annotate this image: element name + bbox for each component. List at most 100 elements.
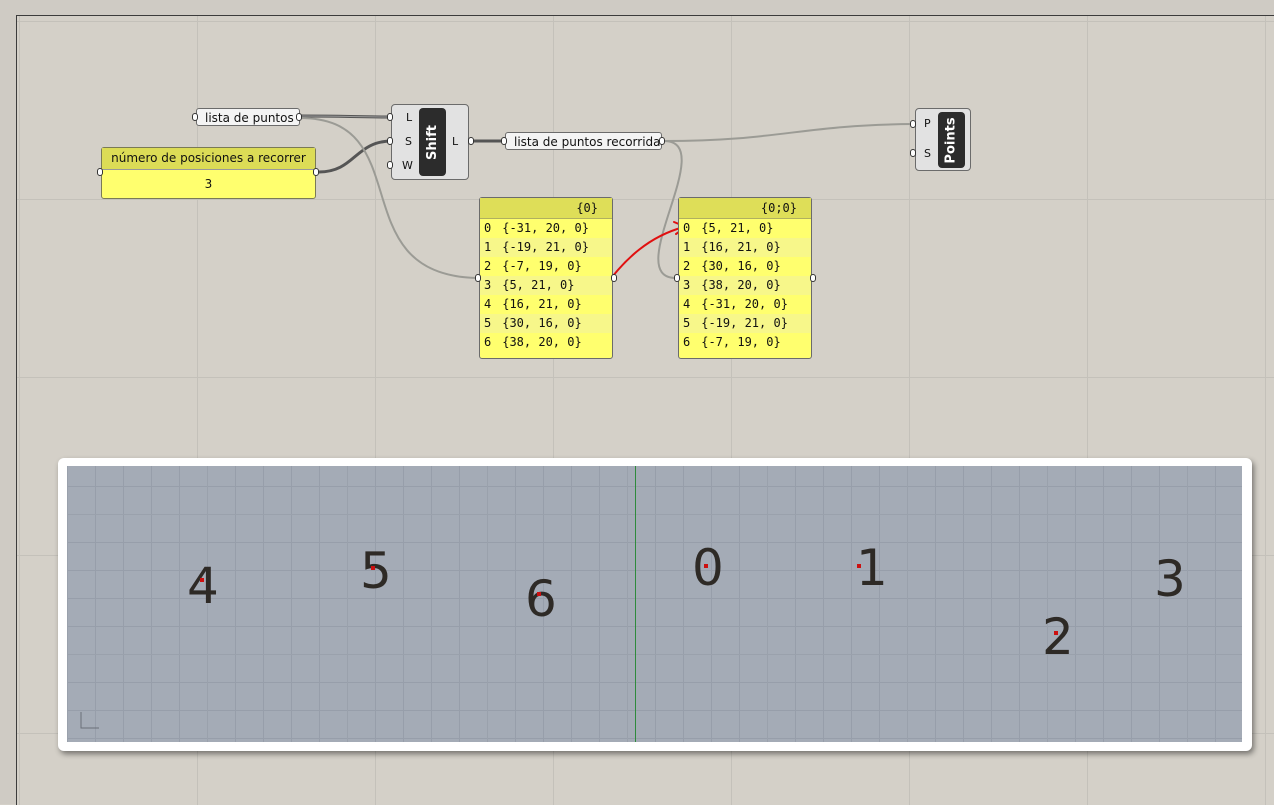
panel-a-path: {0} bbox=[480, 198, 612, 219]
shift-grip-out[interactable] bbox=[468, 137, 474, 145]
point-marker bbox=[857, 564, 861, 568]
row-value: {16, 21, 0} bbox=[701, 240, 781, 254]
point-label-2: 2 bbox=[1042, 608, 1074, 666]
row-index: 3 bbox=[683, 278, 691, 292]
panel-input-points[interactable]: {0} 0 {-31, 20, 0}1 {-19, 21, 0}2 {-7, 1… bbox=[479, 197, 613, 359]
point-label-5: 5 bbox=[360, 542, 392, 600]
rhino-viewport: 4 5 6 0 1 2 3 bbox=[58, 458, 1252, 751]
row-value: {38, 20, 0} bbox=[502, 335, 582, 349]
point-marker bbox=[537, 592, 541, 596]
panel-b-path: {0;0} bbox=[679, 198, 811, 219]
axis-widget-icon bbox=[80, 712, 99, 729]
panel-row: 2 {-7, 19, 0} bbox=[480, 257, 612, 276]
panel-row: 5 {-19, 21, 0} bbox=[679, 314, 811, 333]
point-label-4: 4 bbox=[187, 557, 219, 615]
points-input-P[interactable]: P bbox=[924, 117, 931, 130]
panel-b-rows: 0 {5, 21, 0}1 {16, 21, 0}2 {30, 16, 0}3 … bbox=[679, 219, 811, 352]
lista-de-puntos-node[interactable]: lista de puntos bbox=[196, 108, 300, 126]
lista-recorrida-label: lista de puntos recorrida bbox=[514, 135, 661, 149]
lista-recorrida-output-grip[interactable] bbox=[659, 137, 665, 145]
panel-a-output-grip[interactable] bbox=[611, 274, 617, 282]
slider-input-grip[interactable] bbox=[97, 168, 103, 176]
row-index: 5 bbox=[484, 316, 492, 330]
row-index: 6 bbox=[683, 335, 691, 349]
number-slider[interactable]: número de posiciones a recorrer 3 bbox=[101, 147, 316, 199]
shift-input-L[interactable]: L bbox=[406, 111, 413, 124]
row-value: {-19, 21, 0} bbox=[701, 316, 788, 330]
row-index: 0 bbox=[683, 221, 691, 235]
shift-grip-S[interactable] bbox=[387, 137, 393, 145]
point-label-0: 0 bbox=[692, 539, 724, 597]
point-marker bbox=[371, 566, 375, 570]
y-axis-line bbox=[635, 466, 636, 742]
slider-label: número de posiciones a recorrer bbox=[102, 148, 315, 170]
lista-de-puntos-output-grip[interactable] bbox=[296, 113, 302, 121]
slider-value[interactable]: 3 bbox=[204, 177, 213, 191]
row-value: {-19, 21, 0} bbox=[502, 240, 589, 254]
panel-b-input-grip[interactable] bbox=[674, 274, 680, 282]
points-title: Points bbox=[938, 112, 965, 168]
viewport-grid[interactable]: 4 5 6 0 1 2 3 bbox=[67, 466, 1242, 742]
lista-recorrida-node[interactable]: lista de puntos recorrida bbox=[505, 132, 662, 150]
panel-a-input-grip[interactable] bbox=[475, 274, 481, 282]
shift-grip-W[interactable] bbox=[387, 161, 393, 169]
panel-row: 4 {16, 21, 0} bbox=[480, 295, 612, 314]
row-index: 2 bbox=[484, 259, 492, 273]
point-label-6: 6 bbox=[525, 570, 557, 628]
points-grip-S[interactable] bbox=[910, 149, 916, 157]
row-index: 1 bbox=[484, 240, 492, 254]
panel-row: 3 {5, 21, 0} bbox=[480, 276, 612, 295]
panel-row: 1 {16, 21, 0} bbox=[679, 238, 811, 257]
panel-b-output-grip[interactable] bbox=[810, 274, 816, 282]
points-grip-P[interactable] bbox=[910, 120, 916, 128]
row-index: 4 bbox=[484, 297, 492, 311]
row-value: {30, 16, 0} bbox=[701, 259, 781, 273]
panel-row: 0 {5, 21, 0} bbox=[679, 219, 811, 238]
shift-input-W[interactable]: W bbox=[402, 159, 413, 172]
shift-title: Shift bbox=[419, 108, 446, 176]
row-index: 2 bbox=[683, 259, 691, 273]
row-index: 5 bbox=[683, 316, 691, 330]
row-value: {-7, 19, 0} bbox=[701, 335, 781, 349]
lista-recorrida-input-grip[interactable] bbox=[501, 137, 507, 145]
row-value: {38, 20, 0} bbox=[701, 278, 781, 292]
left-bar bbox=[0, 15, 16, 804]
row-index: 1 bbox=[683, 240, 691, 254]
points-input-S[interactable]: S bbox=[924, 147, 931, 160]
panel-row: 6 {38, 20, 0} bbox=[480, 333, 612, 352]
panel-row: 3 {38, 20, 0} bbox=[679, 276, 811, 295]
shift-input-S[interactable]: S bbox=[405, 135, 412, 148]
row-value: {-31, 20, 0} bbox=[701, 297, 788, 311]
shift-grip-L[interactable] bbox=[387, 113, 393, 121]
panel-row: 6 {-7, 19, 0} bbox=[679, 333, 811, 352]
panel-row: 2 {30, 16, 0} bbox=[679, 257, 811, 276]
lista-de-puntos-label: lista de puntos bbox=[205, 111, 294, 125]
panel-a-rows: 0 {-31, 20, 0}1 {-19, 21, 0}2 {-7, 19, 0… bbox=[480, 219, 612, 352]
row-index: 3 bbox=[484, 278, 492, 292]
panel-row: 1 {-19, 21, 0} bbox=[480, 238, 612, 257]
panel-row: 0 {-31, 20, 0} bbox=[480, 219, 612, 238]
point-label-3: 3 bbox=[1154, 550, 1186, 608]
points-component[interactable]: P S Points bbox=[915, 108, 971, 171]
row-index: 6 bbox=[484, 335, 492, 349]
shift-output-L[interactable]: L bbox=[452, 135, 459, 148]
point-label-1: 1 bbox=[856, 539, 888, 597]
slider-output-grip[interactable] bbox=[313, 168, 319, 176]
row-value: {16, 21, 0} bbox=[502, 297, 582, 311]
row-value: {-7, 19, 0} bbox=[502, 259, 582, 273]
lista-de-puntos-input-grip[interactable] bbox=[192, 113, 198, 121]
point-marker bbox=[704, 564, 708, 568]
row-value: {-31, 20, 0} bbox=[502, 221, 589, 235]
row-value: {5, 21, 0} bbox=[502, 278, 575, 292]
row-index: 0 bbox=[484, 221, 492, 235]
shift-component[interactable]: L S W Shift L bbox=[391, 104, 469, 180]
panel-row: 4 {-31, 20, 0} bbox=[679, 295, 811, 314]
point-marker bbox=[1054, 631, 1058, 635]
row-value: {30, 16, 0} bbox=[502, 316, 582, 330]
panel-shifted-points[interactable]: {0;0} 0 {5, 21, 0}1 {16, 21, 0}2 {30, 16… bbox=[678, 197, 812, 359]
point-marker bbox=[200, 578, 204, 582]
row-value: {5, 21, 0} bbox=[701, 221, 774, 235]
panel-row: 5 {30, 16, 0} bbox=[480, 314, 612, 333]
row-index: 4 bbox=[683, 297, 691, 311]
top-bar bbox=[0, 0, 1274, 15]
